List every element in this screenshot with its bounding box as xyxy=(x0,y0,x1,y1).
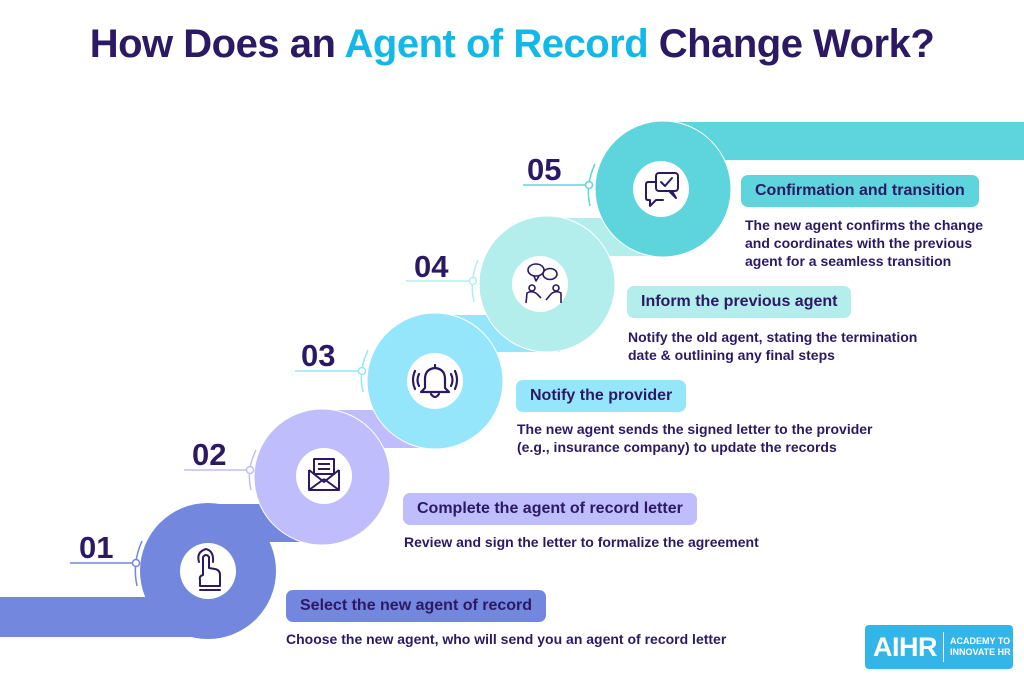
title-part1: How Does an xyxy=(89,22,345,66)
step5-connector xyxy=(523,163,596,207)
page-title: How Does an Agent of Record Change Work? xyxy=(0,22,1024,67)
step3-number: 03 xyxy=(301,338,336,373)
step3-connector xyxy=(295,349,369,393)
logo-line2: INNOVATE HR xyxy=(950,647,1011,657)
step1-connector xyxy=(70,540,143,587)
step2-connector xyxy=(184,449,257,491)
step5-number: 05 xyxy=(527,152,562,187)
step4-number: 04 xyxy=(414,249,449,284)
people-conversation-icon xyxy=(525,263,562,304)
step1-number: 01 xyxy=(79,530,114,565)
step3-label: Notify the provider xyxy=(516,380,687,412)
step1-label: Select the new agent of record xyxy=(286,590,547,622)
step5-icon-bg xyxy=(633,161,689,217)
step3-icon-bg xyxy=(407,353,463,409)
step2-number: 02 xyxy=(192,437,227,472)
step5-description: The new agent confirms the change and co… xyxy=(745,217,984,269)
step2-label: Complete the agent of record letter xyxy=(403,493,697,525)
step4-label: Inform the previous agent xyxy=(627,286,852,318)
logo-line1: ACADEMY TO xyxy=(950,636,1011,646)
logo-divider xyxy=(943,632,944,662)
step1-icon-bg xyxy=(180,543,236,599)
step1-description: Choose the new agent, who will send you … xyxy=(286,631,727,647)
logo-short: AIHR xyxy=(873,631,938,662)
aihr-logo: AIHR ACADEMY TO INNOVATE HR xyxy=(865,625,1013,669)
chat-check-icon xyxy=(645,172,679,207)
step4-connector xyxy=(406,259,479,303)
step3-description: The new agent sends the signed letter to… xyxy=(517,421,873,455)
open-envelope-icon xyxy=(308,458,340,491)
pointing-hand-icon xyxy=(197,548,221,591)
step5-label: Confirmation and transition xyxy=(741,175,979,207)
step4-description: Notify the old agent, stating the termin… xyxy=(628,329,918,363)
step2-icon-bg xyxy=(296,448,352,504)
title-part2: Change Work? xyxy=(648,22,935,66)
title-highlight: Agent of Record xyxy=(344,22,649,66)
logo-tagline: ACADEMY TO INNOVATE HR xyxy=(950,636,1011,658)
step5-band xyxy=(663,122,1024,160)
step2-description: Review and sign the letter to formalize … xyxy=(404,534,759,550)
ringing-bell-icon xyxy=(411,363,459,399)
